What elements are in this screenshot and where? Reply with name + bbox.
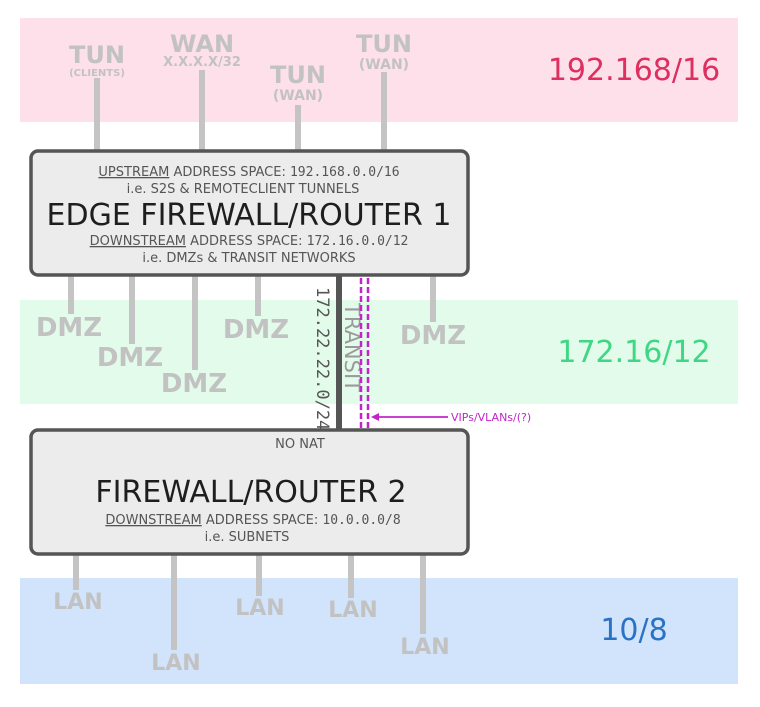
dmz-label-4: DMZ	[223, 315, 289, 345]
edge-upstream-note: i.e. S2S & REMOTECLIENT TUNNELS	[127, 182, 360, 197]
dmz-label-3: DMZ	[161, 369, 227, 399]
edge-downstream-line: DOWNSTREAM ADDRESS SPACE: 172.16.0.0/12	[90, 234, 409, 249]
fw2-downstream-note: i.e. SUBNETS	[205, 530, 290, 545]
lan-label-1: LAN	[53, 590, 102, 615]
fw2-no-nat-label: NO NAT	[275, 437, 325, 452]
lan-label-3: LAN	[235, 596, 284, 621]
firewall-router-2-box	[29, 428, 470, 556]
dmz-label-1: DMZ	[36, 313, 102, 343]
edge-downstream-note: i.e. DMZs & TRANSIT NETWORKS	[142, 251, 355, 266]
dmz-links	[68, 274, 436, 370]
edge-upstream-line: UPSTREAM ADDRESS SPACE: 192.168.0.0/16	[98, 165, 399, 180]
dmz-label-2: DMZ	[97, 343, 163, 373]
edge-firewall-title: EDGE FIREWALL/ROUTER 1	[47, 198, 452, 233]
edge-firewall-router-box	[29, 149, 470, 277]
lan-label-5: LAN	[400, 635, 449, 660]
port-tun-wan-1-sub: (WAN)	[273, 88, 323, 104]
fw2-downstream-cidr: 10.0.0.0/8	[322, 513, 400, 528]
band-172-16	[20, 300, 738, 404]
edge-downstream-rest: ADDRESS SPACE:	[186, 234, 307, 249]
port-tun-wan-2-sub: (WAN)	[359, 57, 409, 73]
port-wan-label: WAN	[170, 30, 234, 58]
lan-label-2: LAN	[151, 651, 200, 676]
lan-label-4: LAN	[328, 598, 377, 623]
dmz-label-5: DMZ	[400, 321, 466, 351]
edge-upstream-rest: ADDRESS SPACE:	[169, 165, 290, 180]
vip-vlan-links	[359, 278, 448, 428]
band-10-0	[20, 578, 738, 684]
port-tun-clients-sub: (CLIENTS)	[69, 68, 125, 79]
port-wan-sub: X.X.X.X/32	[163, 55, 241, 70]
band-label-172-16: 172.16/12	[557, 335, 710, 370]
lan-links	[73, 554, 426, 650]
edge-upstream-cidr: 192.168.0.0/16	[290, 165, 400, 180]
port-tun-wan-1-label: TUN	[270, 61, 326, 89]
vip-vlan-label: VIPs/VLANs/(?)	[451, 411, 531, 424]
fw2-title: FIREWALL/ROUTER 2	[95, 475, 406, 510]
band-label-10-8: 10/8	[600, 613, 667, 648]
edge-upstream-term: UPSTREAM	[98, 165, 169, 180]
edge-downstream-term: DOWNSTREAM	[90, 234, 186, 249]
port-tun-wan-2-label: TUN	[356, 30, 412, 58]
fw2-downstream-line: DOWNSTREAM ADDRESS SPACE: 10.0.0.0/8	[105, 513, 400, 528]
transit-cidr-label: 172.22.22.0/24	[312, 287, 332, 430]
fw2-downstream-term: DOWNSTREAM	[105, 513, 201, 528]
band-192-168	[20, 18, 738, 122]
upstream-links	[94, 70, 387, 152]
edge-downstream-cidr: 172.16.0.0/12	[307, 234, 409, 249]
port-tun-clients-label: TUN	[69, 41, 125, 69]
band-label-192-168: 192.168/16	[548, 53, 720, 88]
fw2-downstream-rest: ADDRESS SPACE:	[202, 513, 323, 528]
vip-arrowhead	[371, 413, 379, 421]
